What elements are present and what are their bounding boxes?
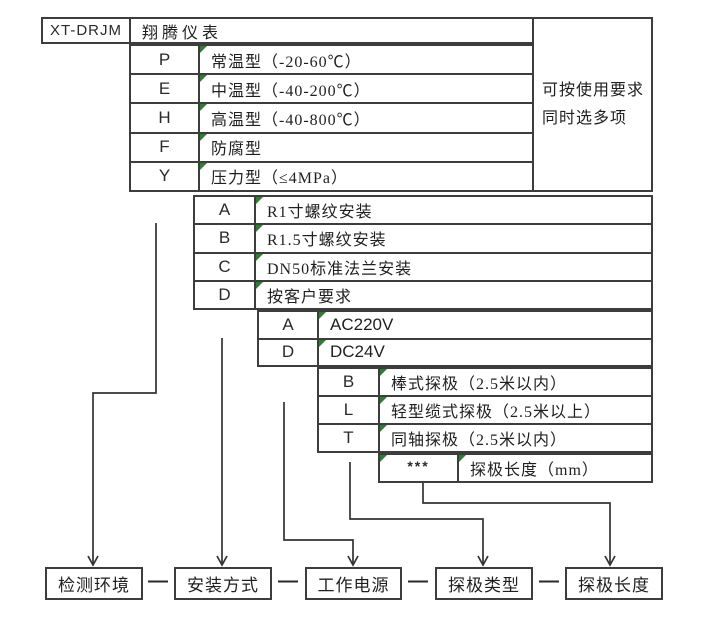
option-code: B — [195, 225, 256, 252]
option-desc: 同轴探极（2.5米以内） — [380, 425, 651, 451]
arrowhead-probe-length — [604, 555, 616, 567]
option-desc: 防腐型 — [200, 133, 532, 161]
table-row: T 同轴探极（2.5米以内） — [319, 423, 651, 451]
selection-note: 可按使用要求 同时选多项 — [534, 17, 653, 192]
option-code: P — [131, 46, 200, 74]
arrowhead-probe-type — [477, 555, 489, 567]
arrow-line-environment — [92, 223, 157, 565]
option-code: H — [131, 104, 200, 132]
arrowhead-power — [347, 555, 359, 567]
length-desc: 探极长度（mm） — [459, 455, 651, 481]
table-row: H 高温型（-40-800℃） — [131, 102, 532, 132]
legend-box-environment: 检测环境 — [45, 567, 143, 600]
option-code: Y — [131, 162, 200, 191]
option-code: A — [195, 197, 256, 224]
length-code: *** — [380, 455, 459, 481]
option-code: F — [131, 133, 200, 161]
legend-separator: — — [408, 570, 428, 592]
option-code: C — [195, 253, 256, 280]
table-row: *** 探极长度（mm） — [380, 455, 651, 481]
table-row: D 按客户要求 — [195, 279, 651, 308]
arrowhead-environment — [87, 555, 99, 567]
option-code: T — [319, 425, 380, 451]
option-desc: DN50标准法兰安装 — [256, 253, 651, 280]
option-desc: 压力型（≤4MPa） — [200, 162, 532, 190]
note-line-2: 同时选多项 — [542, 109, 628, 127]
option-desc: R1.5寸螺纹安装 — [256, 225, 651, 251]
option-code: D — [195, 281, 256, 308]
probe-length-table: *** 探极长度（mm） — [378, 453, 653, 483]
table-row: E 中温型（-40-200℃） — [131, 73, 532, 103]
legend-box-power: 工作电源 — [305, 567, 402, 600]
table-row: B R1.5寸螺纹安装 — [195, 223, 651, 252]
note-line-1: 可按使用要求 — [542, 81, 645, 99]
table-row: F 防腐型 — [131, 131, 532, 161]
legend-box-installation: 安装方式 — [174, 567, 272, 600]
table-row: Y 压力型（≤4MPa） — [131, 160, 532, 191]
arrow-line-probe-length — [422, 483, 611, 565]
arrow-line-power — [283, 402, 354, 565]
legend-separator: — — [278, 570, 298, 592]
legend-box-probe-length: 探极长度 — [565, 567, 663, 600]
arrowhead-installation — [216, 555, 228, 567]
model-code: XT-DRJM — [43, 19, 131, 42]
option-desc: 棒式探极（2.5米以内） — [380, 369, 651, 395]
header-row: XT-DRJM 翔腾仪表 — [43, 19, 532, 42]
option-desc: 按客户要求 — [256, 281, 651, 308]
option-desc: 高温型（-40-800℃） — [200, 104, 532, 131]
option-code: E — [131, 75, 200, 103]
header-table: XT-DRJM 翔腾仪表 — [41, 17, 534, 44]
arrow-line-probe-type — [349, 462, 484, 565]
table-row: B 棒式探极（2.5米以内） — [319, 369, 651, 395]
legend-separator: — — [539, 570, 559, 592]
option-desc: R1寸螺纹安装 — [256, 197, 651, 223]
option-code: L — [319, 397, 380, 423]
table-row: P 常温型（-20-60℃） — [131, 46, 532, 74]
installation-table: A R1寸螺纹安装 B R1.5寸螺纹安装 C DN50标准法兰安装 D 按客户… — [193, 195, 653, 310]
table-row: L 轻型缆式探极（2.5米以上） — [319, 395, 651, 423]
option-code: A — [259, 312, 319, 338]
power-table: A AC220V D DC24V — [257, 310, 653, 367]
option-code: B — [319, 369, 380, 395]
legend-separator: — — [148, 570, 168, 592]
legend-box-probe-type: 探极类型 — [435, 567, 533, 600]
table-row: C DN50标准法兰安装 — [195, 251, 651, 280]
option-desc: AC220V — [319, 312, 651, 338]
option-desc: DC24V — [319, 339, 651, 366]
environment-table: P 常温型（-20-60℃） E 中温型（-40-200℃） H 高温型（-40… — [129, 44, 534, 192]
table-row: A AC220V — [259, 312, 651, 338]
probe-type-table: B 棒式探极（2.5米以内） L 轻型缆式探极（2.5米以上） T 同轴探极（2… — [317, 367, 653, 453]
table-row: D DC24V — [259, 337, 651, 366]
option-code: D — [259, 339, 319, 365]
option-desc: 轻型缆式探极（2.5米以上） — [380, 397, 651, 423]
option-desc: 常温型（-20-60℃） — [200, 46, 532, 73]
option-desc: 中温型（-40-200℃） — [200, 75, 532, 102]
brand-name: 翔腾仪表 — [142, 24, 223, 42]
table-row: A R1寸螺纹安装 — [195, 197, 651, 224]
